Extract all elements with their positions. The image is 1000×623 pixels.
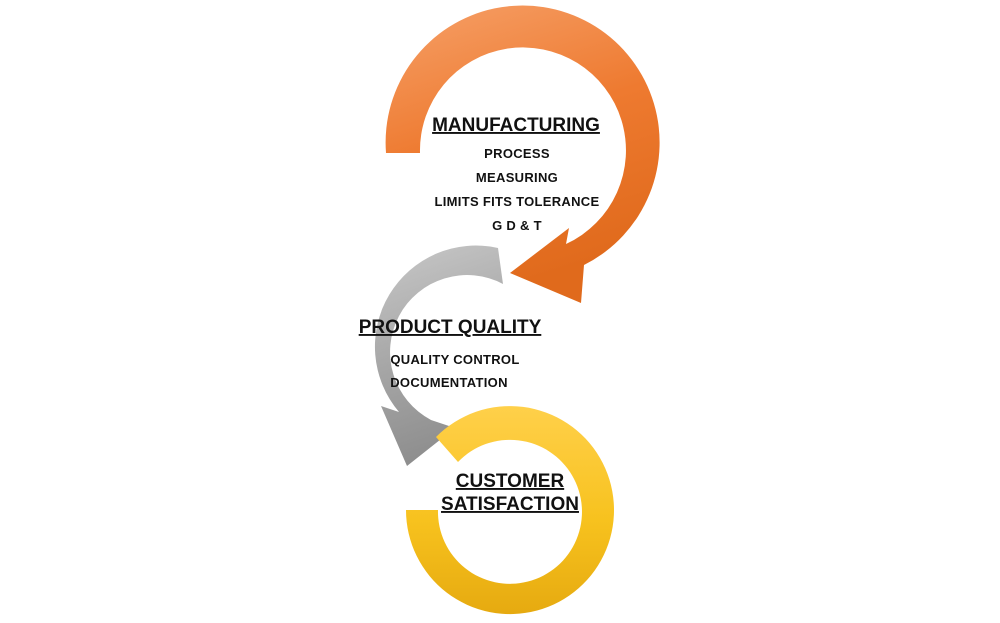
product-quality-title: PRODUCT QUALITY — [359, 317, 542, 338]
product-quality-arrow — [374, 245, 503, 466]
customer-satisfaction-title: SATISFACTION — [441, 494, 579, 515]
manufacturing-item: G D & T — [492, 218, 542, 233]
customer-satisfaction-title: CUSTOMER — [456, 471, 565, 492]
manufacturing-title: MANUFACTURING — [432, 115, 600, 136]
manufacturing-arrow — [385, 5, 660, 304]
manufacturing-item: MEASURING — [476, 170, 558, 185]
product-quality-item: QUALITY CONTROL — [390, 352, 519, 367]
manufacturing-item: PROCESS — [484, 146, 550, 161]
customer-satisfaction-ring — [406, 406, 614, 615]
manufacturing-item: LIMITS FITS TOLERANCE — [435, 194, 600, 209]
product-quality-item: DOCUMENTATION — [390, 375, 508, 390]
